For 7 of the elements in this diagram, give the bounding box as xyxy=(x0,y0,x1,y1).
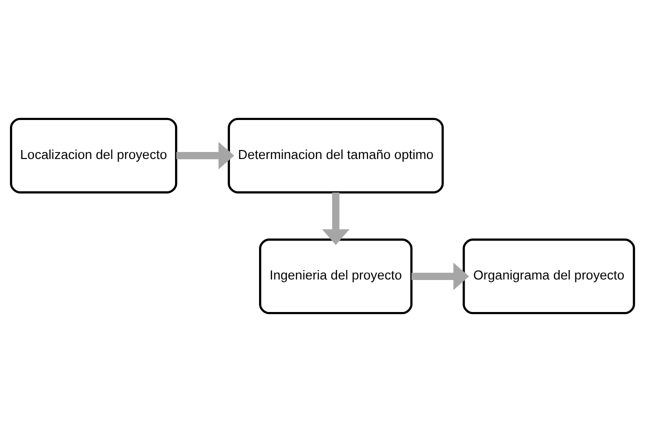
arrow xyxy=(176,141,234,169)
node-box: Localizacion del proyecto xyxy=(10,117,178,193)
arrow xyxy=(322,192,350,244)
node-box: Determinacion del tamaño optimo xyxy=(228,117,444,193)
arrow xyxy=(412,262,470,290)
node-box: Ingenieria del proyecto xyxy=(259,238,412,314)
node-box: Organigrama del proyecto xyxy=(462,238,636,314)
